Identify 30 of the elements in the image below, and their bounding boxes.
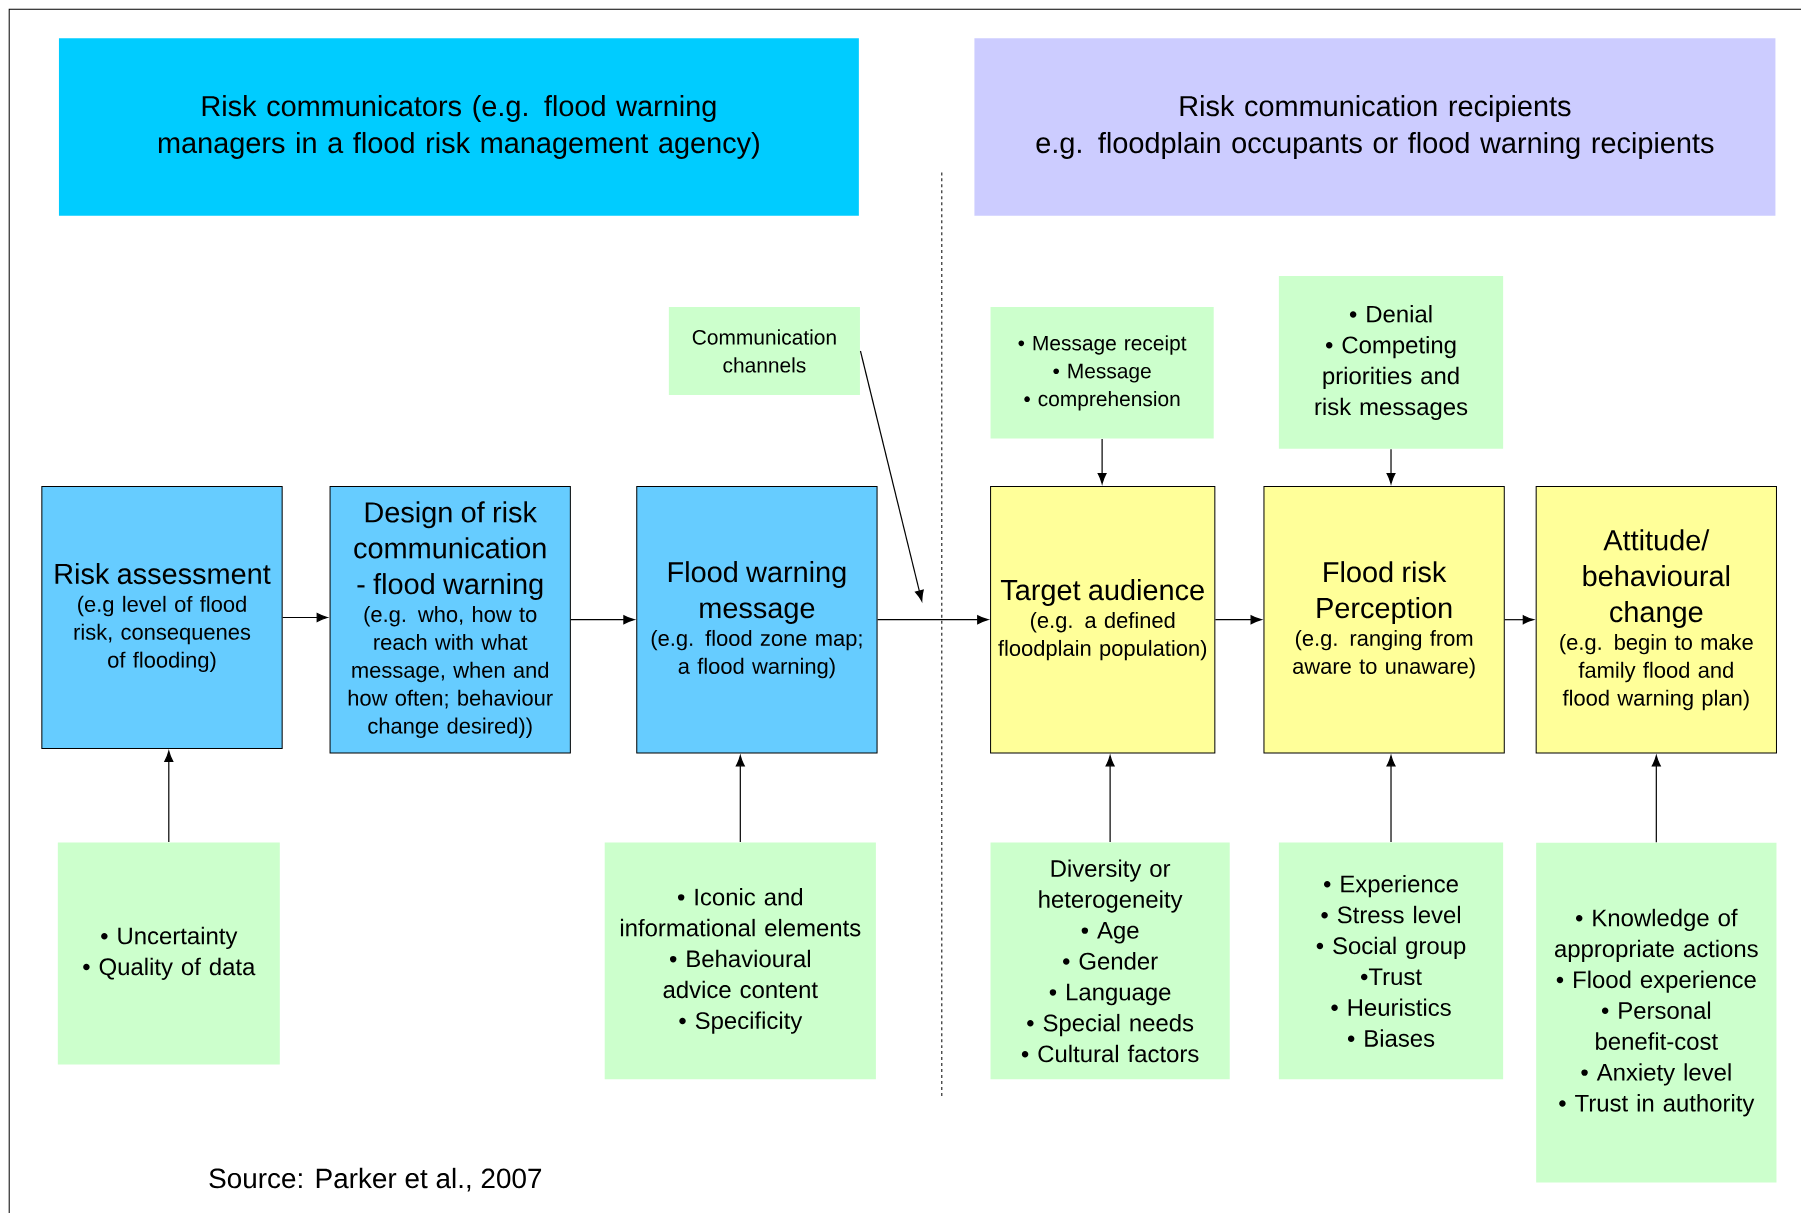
factor-box: Communication channels — [668, 306, 860, 396]
factor-box: • Uncertainty • Quality of data — [57, 842, 280, 1065]
process-box: Target audience (e.g. a defined floodplain population) — [990, 485, 1216, 754]
arrow — [570, 615, 635, 625]
arrow — [1097, 438, 1107, 485]
arrow — [1214, 615, 1262, 625]
factor-box: • Message receipt • Message • comprehension — [990, 307, 1214, 439]
header-banner: Risk communicators (e.g. flood warning managers in a flood risk management agency) — [58, 38, 859, 216]
process-box: Attitude/ behavioural change (e.g. begin to make family flood and flood warning plan) — [1535, 485, 1777, 754]
process-box: Design of risk communication - flood warning (e.g. who, how to reach with what message, when and how often; behaviour change desired)) — [329, 485, 571, 754]
arrow — [282, 612, 328, 622]
arrow — [1386, 755, 1396, 843]
arrow — [1105, 755, 1115, 843]
arrow — [735, 755, 745, 843]
process-box: Risk assessment (e.g level of flood risk, consequenes of flooding) — [41, 486, 283, 749]
header-banner: Risk communication recipients e.g. floodplain occupants or flood warning recipients — [974, 38, 1776, 216]
process-box: Flood risk Perception (e.g. ranging from aware to unaware) — [1263, 485, 1505, 754]
arrow — [876, 615, 989, 625]
arrow — [859, 350, 924, 602]
arrow — [1504, 615, 1534, 625]
factor-box: • Knowledge of appropriate actions • Flood experience • Personal benefit-cost • Anxiety level • Trust in authority — [1536, 842, 1777, 1183]
arrow — [164, 750, 174, 843]
factor-box: Diversity or heterogeneity • Age • Gender • Language • Special needs • Cultural factors — [990, 842, 1230, 1080]
arrow — [1386, 448, 1396, 485]
factor-box: • Experience • Stress level • Social group •Trust • Heuristics • Biases — [1278, 842, 1504, 1080]
arrow — [1651, 755, 1661, 843]
factor-box: • Iconic and informational elements • Behavioural advice content • Specificity — [604, 842, 876, 1080]
factor-box: • Denial • Competing priorities and risk messages — [1278, 276, 1504, 449]
source-note: Source: Parker et al., 2007 — [209, 1167, 542, 1192]
process-box: Flood warning message (e.g. flood zone map; a flood warning) — [636, 485, 878, 754]
